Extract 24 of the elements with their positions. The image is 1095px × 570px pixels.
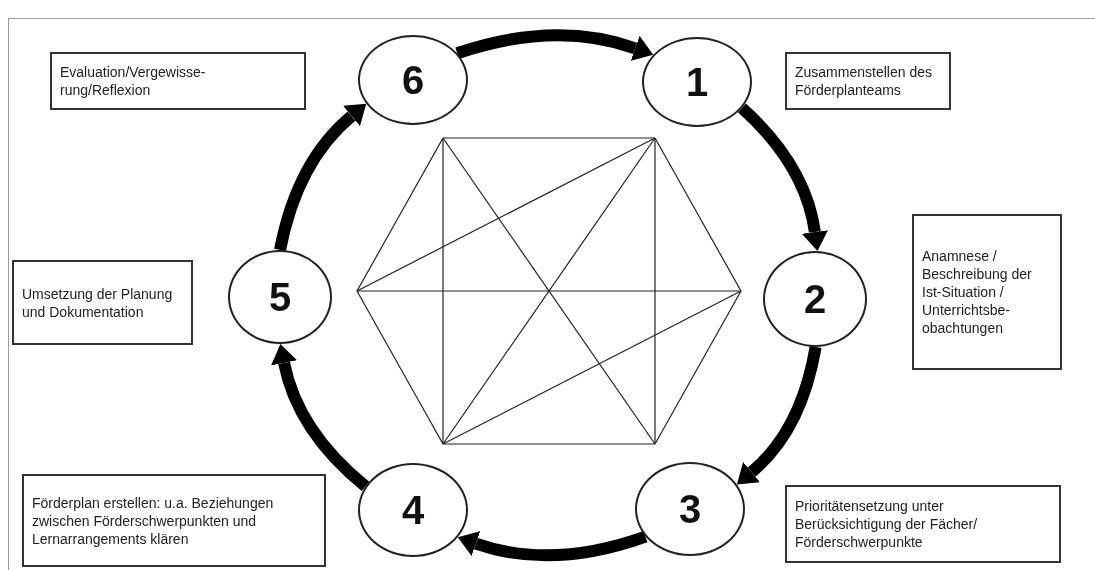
description-box bbox=[12, 260, 193, 345]
description-box bbox=[785, 52, 951, 110]
description-box bbox=[785, 485, 1061, 563]
step-number: 1 bbox=[685, 62, 709, 102]
curved-arrow bbox=[271, 344, 370, 491]
curved-arrow bbox=[737, 103, 828, 251]
step-number: 5 bbox=[268, 277, 292, 317]
step-number: 6 bbox=[401, 60, 425, 100]
curved-arrow bbox=[737, 345, 822, 485]
step-description: Umsetzung der Planung und Dokumentation bbox=[22, 284, 174, 321]
curved-arrow bbox=[455, 29, 654, 61]
description-box bbox=[22, 474, 326, 567]
step-description: Prioritätensetzung unter Berücksichtigung der Fächer/ Förderschwerpunkte bbox=[795, 497, 979, 551]
curved-arrow bbox=[457, 530, 648, 562]
description-box bbox=[912, 214, 1062, 370]
step-number: 3 bbox=[678, 489, 702, 529]
step-description: Evaluation/Vergewisse- rung/Reflexion bbox=[60, 63, 207, 99]
step-description: Förderplan erstellen: u.a. Beziehungen zwischen Förderschwerpunkten und Lernarrangements klären bbox=[32, 493, 275, 548]
curved-arrow bbox=[274, 103, 366, 252]
step-description: Anamnese / Beschreibung der Ist-Situation / Unterrichtsbe- obachtungen bbox=[922, 247, 1033, 337]
step-number: 2 bbox=[803, 279, 827, 319]
description-box bbox=[50, 52, 306, 110]
step-number: 4 bbox=[401, 490, 425, 530]
step-description: Zusammenstellen des Förderplanteams bbox=[795, 63, 933, 99]
